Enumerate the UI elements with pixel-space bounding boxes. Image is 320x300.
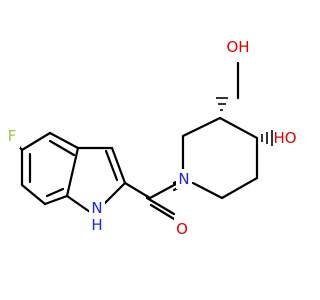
label-bg-f: [4, 128, 20, 148]
label-bg-n-indole: [89, 198, 105, 218]
bond-co-1: [145, 196, 176, 216]
hashed-wedge-ch2: [216, 97, 228, 111]
bond-c3a-c4: [48, 131, 80, 150]
atom-labels: OH HO N O F N H: [4, 36, 297, 240]
bond-c5-c6: [220, 176, 259, 200]
bond-c4-c5: [20, 131, 52, 152]
bond-c2-c3: [181, 116, 222, 138]
atom-o-carbonyl: O: [176, 220, 188, 238]
atom-n-piperidine: N: [178, 170, 189, 188]
label-bg-oh-top: [226, 36, 250, 58]
bond-c3a-c4-dbl: [48, 139, 76, 157]
molecule-structure: OH HO N O F N H: [4, 36, 297, 240]
bond-c-indole: [123, 181, 152, 200]
bond-c7-c7a: [43, 194, 69, 206]
label-bg-ho-right: [273, 127, 297, 149]
hashed-wedge-oh: [261, 130, 273, 146]
bond-c-n-link: [148, 182, 178, 200]
atom-oh-right: HO: [273, 129, 296, 147]
bond-c3-c4: [218, 116, 259, 140]
bond-n1-c7a: [65, 194, 92, 214]
bond-c6-n: [191, 181, 224, 200]
bond-c6-c7: [20, 183, 47, 206]
bond-c7-c7a-dbl: [45, 187, 65, 198]
atom-f: F: [8, 127, 17, 145]
label-bg-n: [176, 169, 192, 189]
label-bg-o: [174, 218, 190, 240]
bond-c2-c3-indole-dbl: [104, 149, 119, 182]
bond-c2-n1: [102, 181, 127, 206]
bond-co-2: [149, 203, 176, 221]
atom-n-indole: N: [91, 199, 102, 217]
atom-h-indole: H: [91, 216, 102, 234]
atom-oh-top: OH: [226, 38, 249, 56]
bond-c2-c3-indole: [110, 146, 127, 185]
bond-c3a-c7a: [65, 146, 80, 198]
bonds: [12, 61, 259, 221]
